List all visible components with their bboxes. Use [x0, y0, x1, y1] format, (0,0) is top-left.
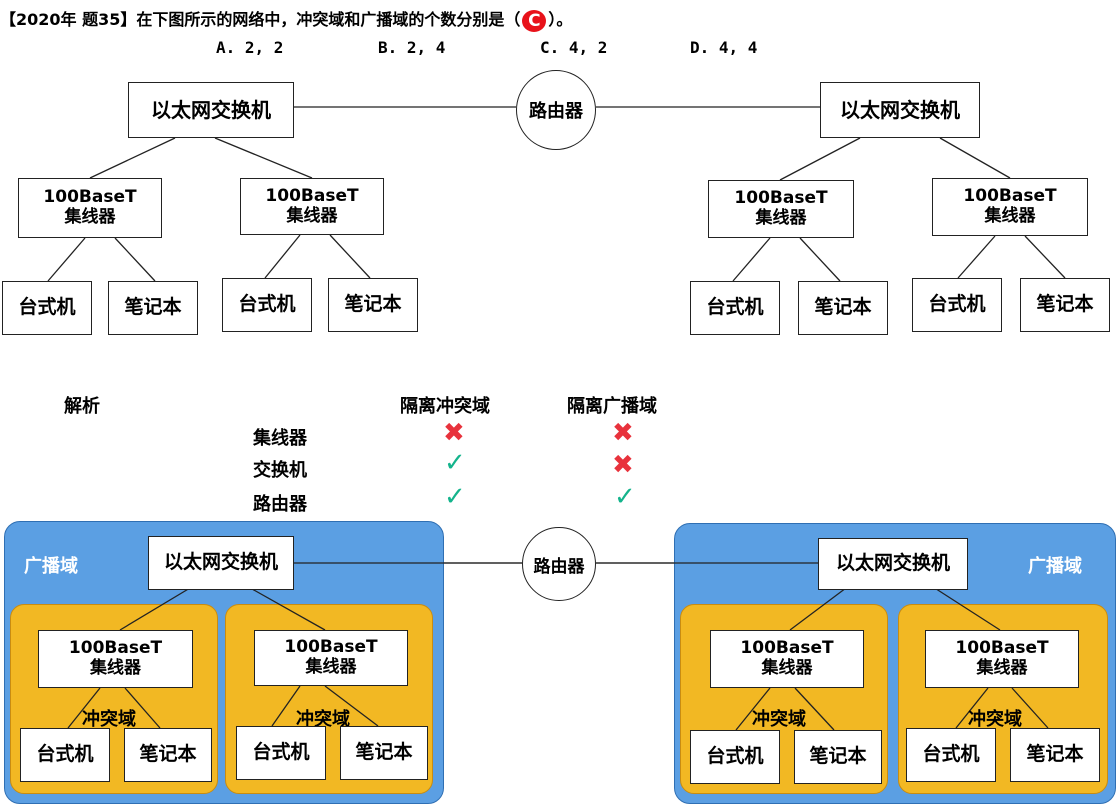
check-icon: ✓ [444, 482, 466, 512]
broadcast-domain-label-left: 广播域 [24, 556, 78, 577]
switch-right: 以太网交换机 [820, 82, 980, 138]
laptop-3: 笔记本 [798, 281, 888, 335]
row-hub-label: 集线器 [253, 428, 307, 449]
collision-domain-label-3: 冲突域 [752, 709, 806, 730]
switch-left: 以太网交换机 [128, 82, 294, 138]
row-router-label: 路由器 [253, 494, 307, 515]
desktop-2-domain: 台式机 [236, 726, 326, 780]
desktop-3-domain: 台式机 [690, 730, 780, 784]
cross-icon: ✖ [612, 418, 634, 448]
router: 路由器 [516, 70, 596, 150]
analysis-title: 解析 [64, 396, 100, 417]
laptop-2: 笔记本 [328, 278, 418, 332]
collision-domain-label-4: 冲突域 [968, 709, 1022, 730]
desktop-4-domain: 台式机 [906, 728, 996, 782]
option-b: B. 2, 4 [378, 38, 446, 57]
desktop-4: 台式机 [912, 278, 1002, 332]
switch-right-domain: 以太网交换机 [818, 538, 968, 590]
option-d: D. 4, 4 [690, 38, 758, 57]
collision-domain-label-1: 冲突域 [82, 709, 136, 730]
router-domain: 路由器 [522, 527, 596, 601]
question-text: 【2020年 题35】在下图所示的网络中，冲突域和广播域的个数分别是（ [0, 10, 521, 29]
check-icon: ✓ [444, 448, 466, 478]
cross-icon: ✖ [612, 450, 634, 480]
answer-badge: C [522, 9, 547, 32]
desktop-3: 台式机 [690, 281, 780, 335]
collision-domain-label-2: 冲突域 [296, 709, 350, 730]
option-a: A. 2, 2 [216, 38, 284, 57]
col-header-collision: 隔离冲突域 [400, 396, 490, 417]
laptop-1-domain: 笔记本 [124, 728, 212, 782]
laptop-4-domain: 笔记本 [1010, 728, 1100, 782]
desktop-1: 台式机 [2, 281, 92, 335]
laptop-4: 笔记本 [1020, 278, 1110, 332]
laptop-2-domain: 笔记本 [340, 726, 428, 780]
question-title: 【2020年 题35】在下图所示的网络中，冲突域和广播域的个数分别是（C）。 [0, 6, 572, 32]
check-icon: ✓ [614, 482, 636, 512]
desktop-1-domain: 台式机 [20, 728, 110, 782]
col-header-broadcast: 隔离广播域 [567, 396, 657, 417]
laptop-3-domain: 笔记本 [794, 730, 882, 784]
desktop-2: 台式机 [222, 278, 312, 332]
switch-left-domain: 以太网交换机 [148, 536, 294, 590]
row-switch-label: 交换机 [253, 460, 307, 481]
broadcast-domain-label-right: 广播域 [1028, 556, 1082, 577]
option-c: C. 4, 2 [540, 38, 608, 57]
cross-icon: ✖ [443, 418, 465, 448]
laptop-1: 笔记本 [108, 281, 198, 335]
question-text-end: ）。 [548, 10, 573, 29]
